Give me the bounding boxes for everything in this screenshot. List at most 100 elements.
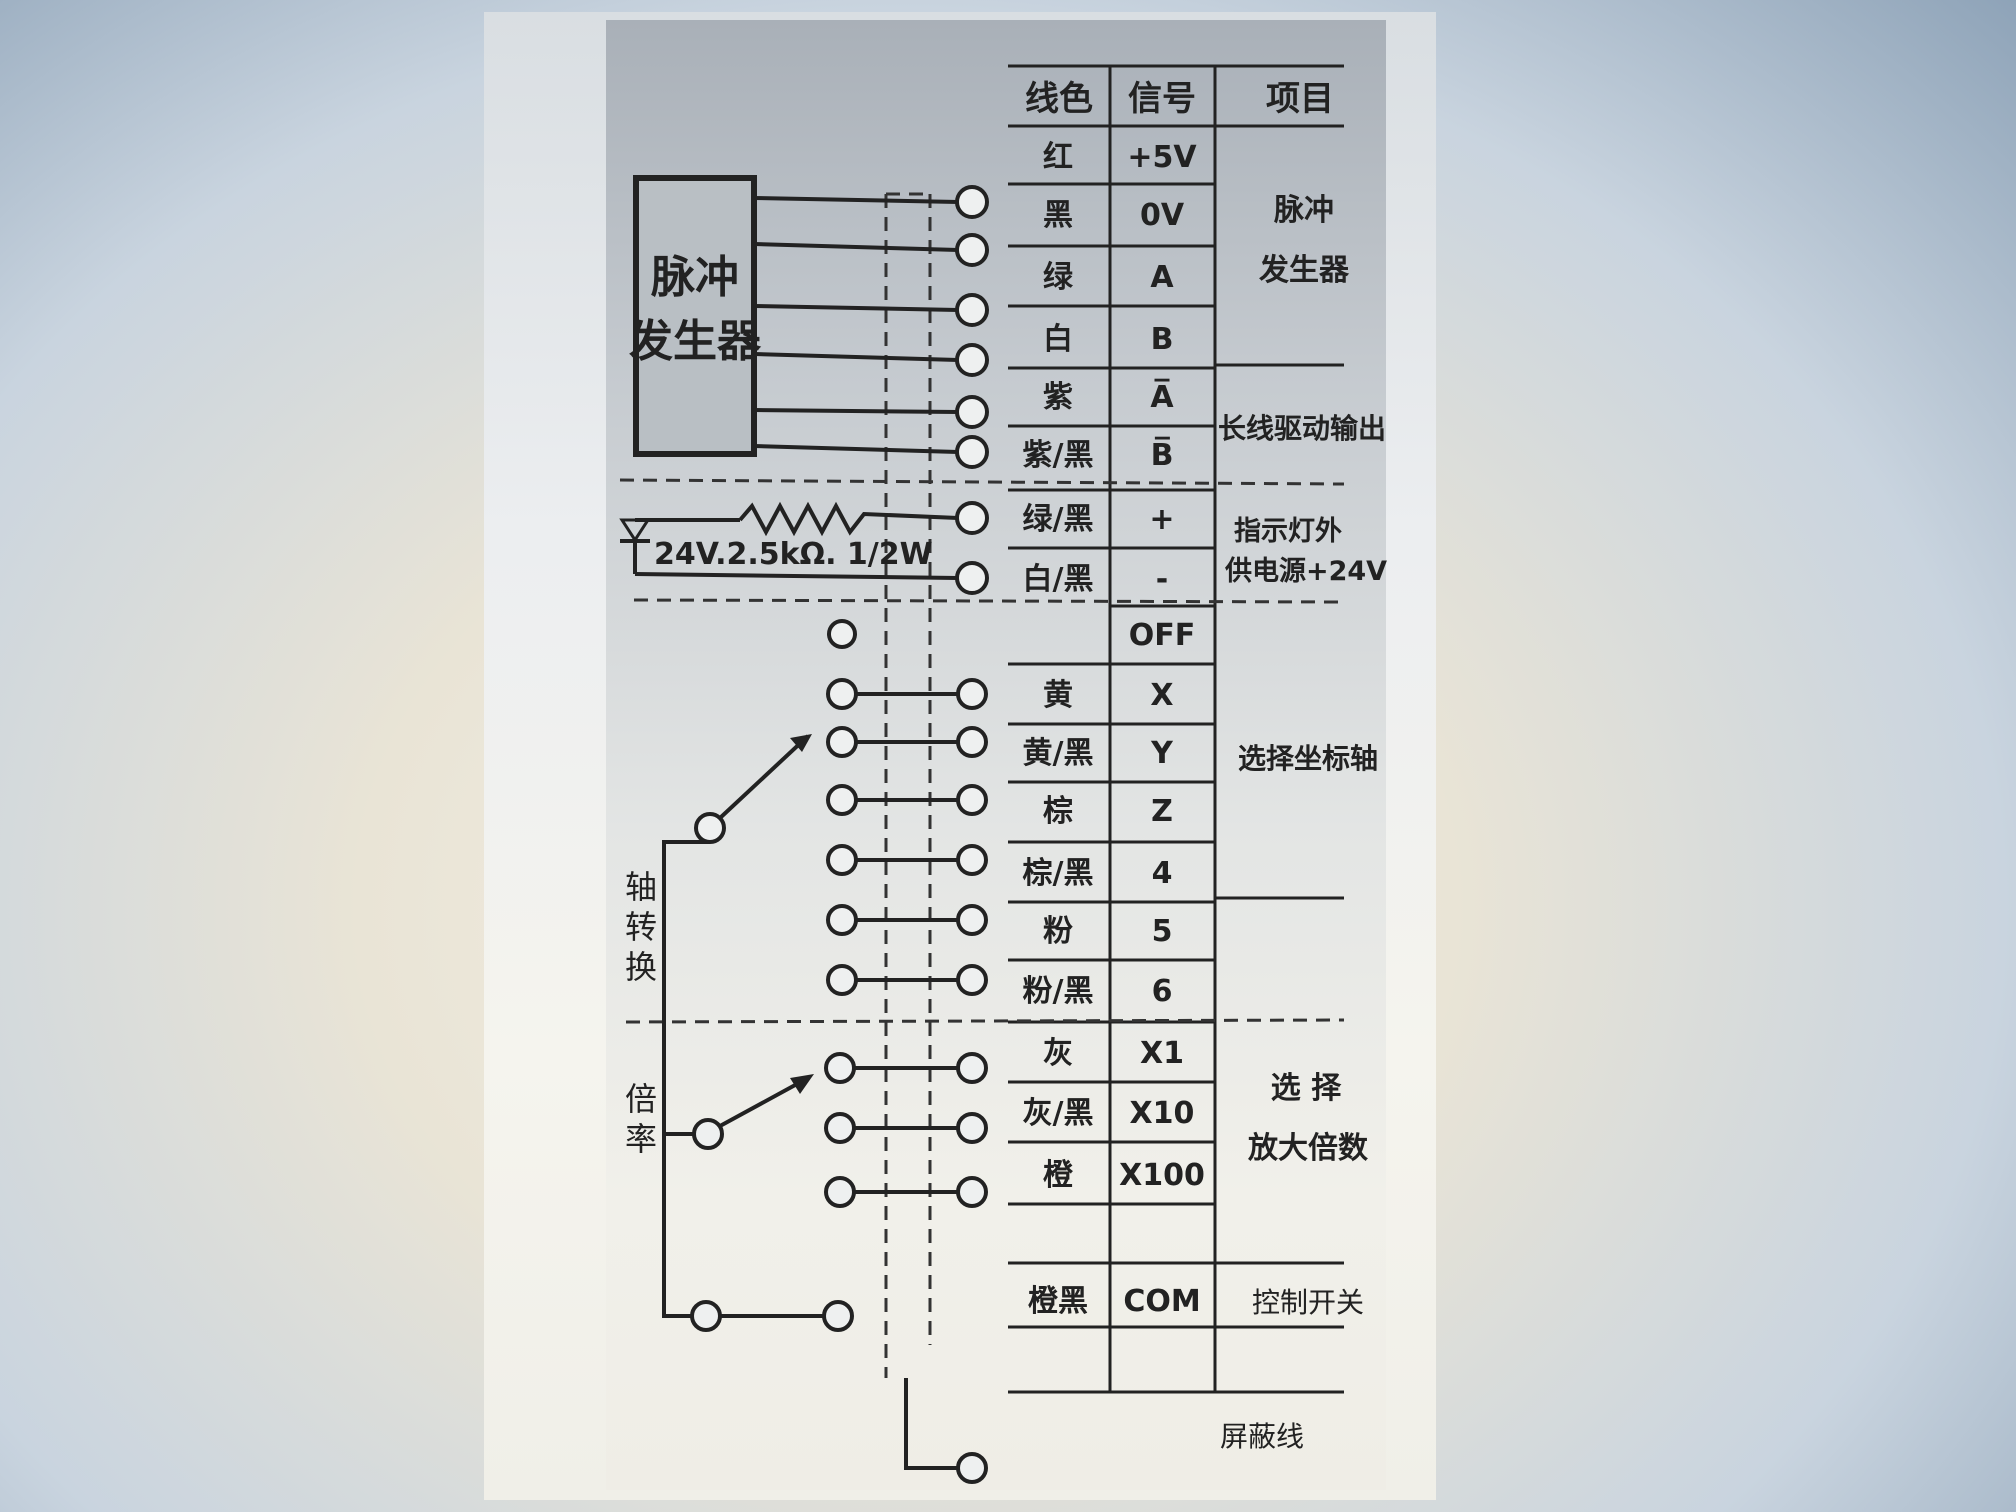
axis-terminal [826, 844, 858, 876]
axis-switch-arrow-icon [790, 734, 812, 752]
wire-terminal [955, 395, 989, 429]
cell-wire-color: 灰 [1043, 1036, 1073, 1071]
table-row-lines [1008, 182, 1215, 1329]
wire-terminal [956, 964, 988, 996]
axis-terminal [826, 726, 858, 758]
pulse-generator-box-label-line2: 发生器 [629, 316, 762, 367]
cell-wire-color: 白 [1043, 322, 1073, 357]
item-axis-select: 选择坐标轴 [1238, 742, 1378, 775]
cell-wire-color: 橙 [1043, 1158, 1074, 1193]
wire-terminal [956, 678, 988, 710]
cell-signal: B̅ [1151, 437, 1174, 473]
cell-signal: - [1156, 562, 1168, 597]
wire-terminal [955, 343, 989, 377]
cell-signal: OFF [1129, 618, 1196, 653]
separator-axis [625, 1018, 1345, 1024]
cell-signal: 5 [1152, 914, 1173, 949]
cell-wire-color: 红 [1043, 140, 1073, 175]
axis-switch-pivot [694, 812, 726, 844]
cell-signal: Y [1150, 736, 1174, 771]
cell-wire-color: 棕 [1043, 794, 1073, 829]
terminal-table [1008, 64, 1344, 1394]
wire-terminal [955, 501, 989, 535]
axis-terminal [826, 904, 858, 936]
diode-icon [619, 518, 651, 543]
cell-wire-color: 灰/黑 [1023, 1096, 1094, 1131]
separator-pulse [619, 478, 1345, 486]
cell-signal: 4 [1152, 856, 1173, 891]
cell-signal: COM [1123, 1284, 1200, 1319]
header-item: 项目 [1266, 79, 1334, 119]
wire-terminal [956, 1112, 988, 1144]
separator-indicator [633, 598, 1345, 604]
item-pulse-generator-line1: 脉冲 [1274, 193, 1334, 228]
axis-terminal [826, 784, 858, 816]
cell-signal: A̅ [1150, 379, 1174, 415]
resistor-icon [738, 501, 959, 537]
wire-terminal [956, 1052, 988, 1084]
cell-signal: + [1149, 502, 1174, 537]
cell-wire-color: 紫/黑 [1023, 438, 1094, 473]
item-line-driver-output: 长线驱动输出 [1218, 412, 1386, 445]
wire-terminal [955, 293, 989, 327]
axis-switch-label-3: 换 [625, 948, 657, 986]
item-indicator-power-line1: 指示灯外 [1234, 516, 1342, 547]
header-wire-color: 线色 [1025, 79, 1093, 119]
cell-signal: X [1150, 678, 1173, 713]
multiplier-terminal [824, 1112, 856, 1144]
cell-wire-color: 粉 [1043, 914, 1073, 949]
cell-signal: A [1150, 260, 1174, 295]
shield-terminal [956, 1452, 988, 1484]
cell-wire-color: 白/黑 [1023, 562, 1094, 597]
cell-signal: 6 [1152, 974, 1173, 1009]
wire-terminal [955, 435, 989, 469]
wire-terminal [956, 844, 988, 876]
wire-terminal [956, 1176, 988, 1208]
cell-wire-color: 绿/黑 [1023, 502, 1094, 537]
shield-wire [904, 1378, 972, 1470]
common-wire [662, 840, 854, 1332]
wire-terminal [956, 904, 988, 936]
axis-terminal [826, 964, 858, 996]
indicator-circuit: 24V.2.5kΩ. 1/2W [619, 501, 959, 580]
multiplier-terminal [824, 1176, 856, 1208]
right-terminals [955, 185, 989, 595]
cell-signal: Z [1151, 794, 1173, 829]
cell-wire-color: 紫 [1043, 380, 1073, 415]
cell-wire-color: 橙黑 [1028, 1284, 1088, 1319]
item-shield-wire: 屏蔽线 [1220, 1420, 1304, 1453]
header-signal: 信号 [1128, 79, 1196, 119]
cell-signal: X100 [1119, 1158, 1205, 1193]
cell-signal: X10 [1130, 1096, 1195, 1131]
wire-terminal [955, 561, 989, 595]
multiplier-switch: 倍 率 [625, 1052, 988, 1208]
multiplier-terminal [824, 1052, 856, 1084]
cell-wire-color: 粉/黑 [1023, 974, 1094, 1009]
item-indicator-power-line2: 供电源+24V [1224, 556, 1387, 587]
pulse-generator-wires [753, 196, 959, 454]
cell-signal: B [1151, 322, 1174, 357]
cell-signal: X1 [1140, 1036, 1184, 1071]
multiplier-label-2: 率 [625, 1120, 657, 1158]
axis-switch-label-1: 轴 [625, 868, 657, 906]
axis-switch-label-2: 转 [625, 908, 657, 946]
axis-terminal [826, 678, 858, 710]
item-magnification-line2: 放大倍数 [1247, 1131, 1369, 1166]
resistor-rating: 24V.2.5kΩ. 1/2W [654, 537, 933, 572]
pulse-generator-box [633, 175, 757, 457]
wire-terminal [955, 185, 989, 219]
multiplier-label-1: 倍 [625, 1080, 657, 1118]
multiplier-switch-arrow-icon [790, 1074, 814, 1094]
cell-wire-color: 黑 [1043, 198, 1073, 233]
cell-wire-color: 棕/黑 [1023, 856, 1094, 891]
multiplier-switch-pivot [692, 1118, 724, 1150]
cell-signal: +5V [1127, 140, 1197, 175]
cell-wire-color: 黄/黑 [1023, 736, 1094, 771]
cell-signal: 0V [1140, 198, 1185, 233]
item-magnification-line1: 选 择 [1271, 1071, 1342, 1106]
wire-terminal [956, 784, 988, 816]
cell-wire-color: 绿 [1043, 260, 1074, 295]
axis-switch: 轴 转 换 [625, 619, 988, 996]
item-pulse-generator-line2: 发生器 [1258, 253, 1350, 288]
